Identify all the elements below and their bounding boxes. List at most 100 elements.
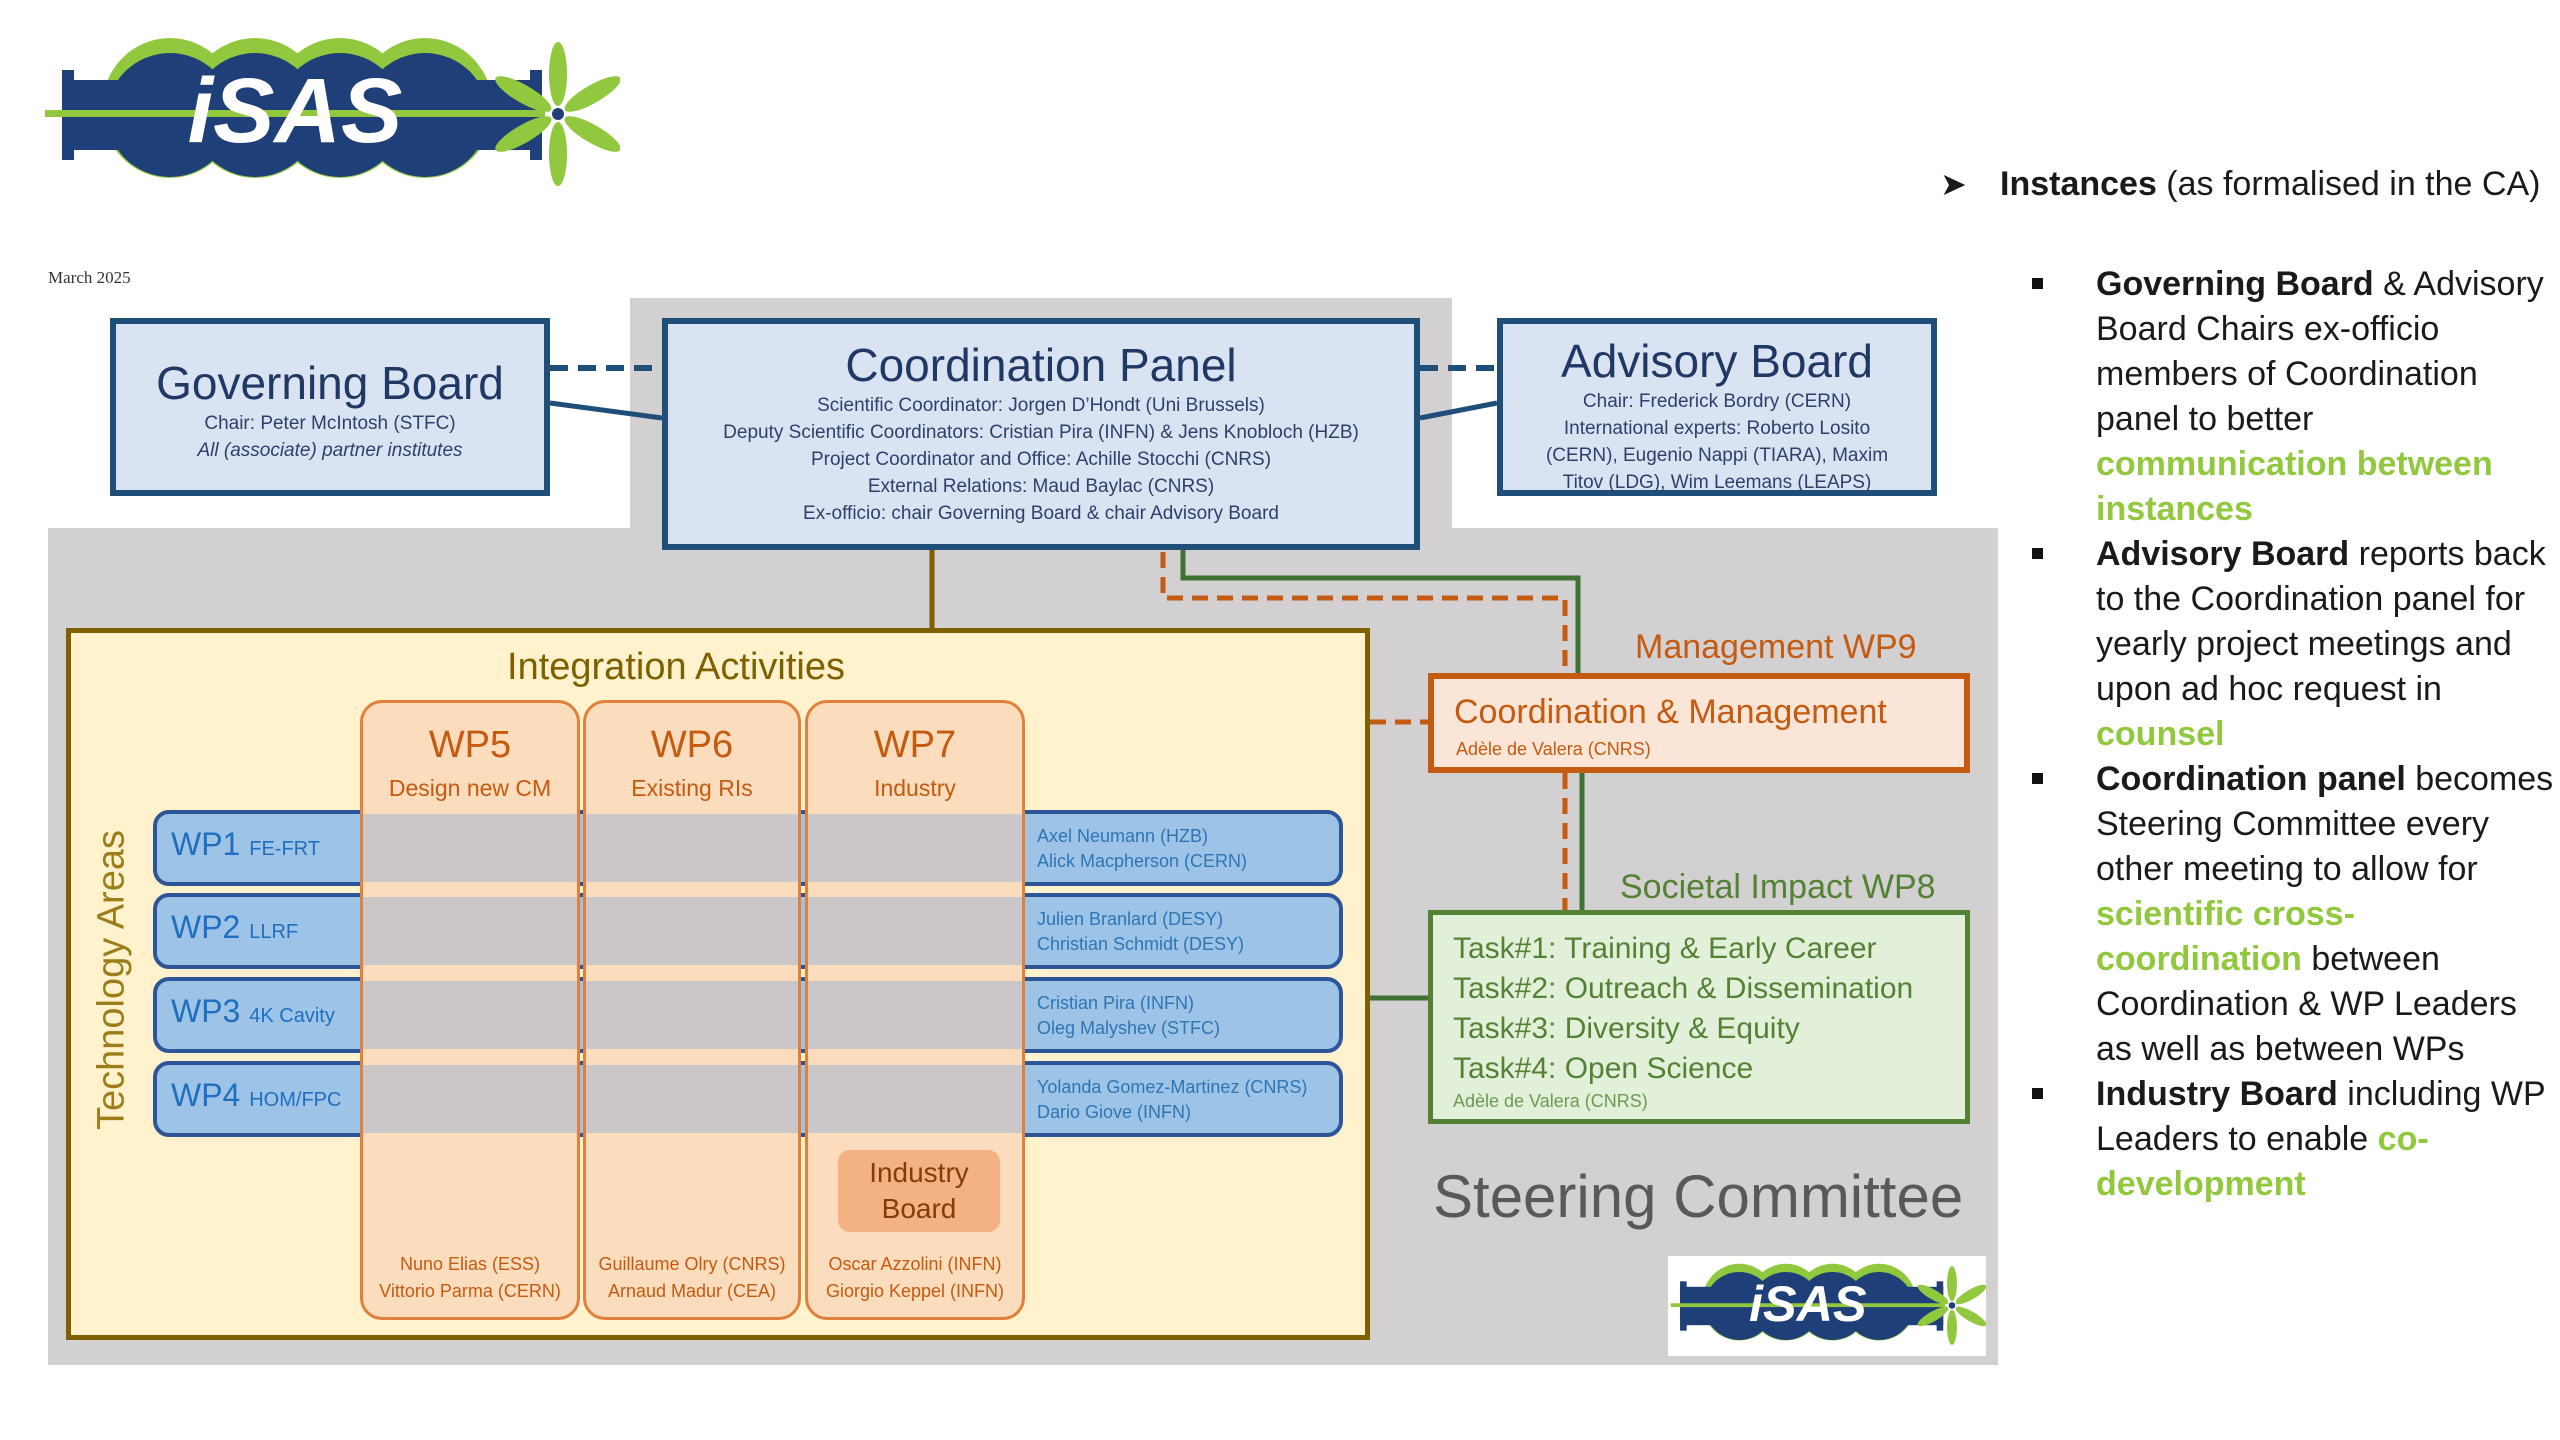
- wp-leaders: Axel Neumann (HZB)Alick Macpherson (CERN…: [1037, 824, 1247, 874]
- wp-subtitle: Industry: [874, 775, 956, 801]
- notes-heading-rest: (as formalised in the CA): [2156, 165, 2541, 203]
- small-logo-text: iSAS: [1749, 1275, 1867, 1332]
- gb-cp-link: [549, 400, 663, 421]
- advisory-board-line: International experts: Roberto Losito: [1563, 418, 1871, 439]
- governing-board-chair: Chair: Peter McIntosh (STFC): [204, 413, 456, 434]
- management-leader: Adèle de Valera (CNRS): [1456, 739, 1651, 759]
- notes-item-bold: Industry Board: [2096, 1075, 2338, 1113]
- matrix-cell: [586, 981, 798, 1049]
- notes-item-bold: Advisory Board: [2096, 535, 2350, 573]
- notes-item-text: reports back to the Coordination panel f…: [2096, 535, 2546, 708]
- wp-leaders: Oscar Azzolini (INFN)Giorgio Keppel (INF…: [808, 1251, 1022, 1305]
- advisory-board-line: Titov (LDG), Wim Leemans (LEAPS): [1562, 472, 1872, 493]
- notes-item: Governing Board & Advisory Board Chairs …: [2032, 262, 2560, 532]
- notes-heading-bold: Instances: [2000, 165, 2157, 203]
- notes-item-bold: Governing Board: [2096, 265, 2374, 303]
- wp-id: WP1: [171, 826, 241, 862]
- technology-areas-label: Technology Areas: [82, 820, 142, 1140]
- matrix-cell: [586, 814, 798, 882]
- cp-ab-link: [1419, 400, 1498, 421]
- matrix-cell: [586, 1065, 798, 1133]
- notes-list: Governing Board & Advisory Board Chairs …: [1940, 262, 2560, 1207]
- notes-item: Advisory Board reports back to the Coord…: [2032, 532, 2560, 757]
- advisory-board-line: (CERN), Eugenio Nappi (TIARA), Maxim: [1545, 445, 1889, 466]
- wp-leaders: Cristian Pira (INFN)Oleg Malyshev (STFC): [1037, 991, 1220, 1041]
- matrix-cell: [363, 981, 577, 1049]
- cp-wp8-link: [1180, 550, 1581, 673]
- coordination-panel-line: Project Coordinator and Office: Achille …: [810, 449, 1272, 470]
- wp-leader: Dario Giove (INFN): [1037, 1102, 1192, 1122]
- wp-leaders: Julien Branlard (DESY) Christian Schmidt …: [1037, 907, 1244, 957]
- wp-leaders: Yolanda Gomez-Martinez (CNRS) Dario Giove…: [1037, 1075, 1307, 1125]
- advisory-board-title: Advisory Board: [1561, 335, 1873, 387]
- task-item: Task#3: Diversity & Equity: [1453, 1012, 1800, 1045]
- wp-leader: Alick Macpherson (CERN): [1037, 851, 1248, 871]
- wp-leaders: Nuno Elias (ESS) Vittorio Parma (CERN): [363, 1251, 577, 1305]
- societal-impact-wp8-label: Societal Impact WP8: [1620, 868, 1936, 906]
- notes-heading: ➤ Instances (as formalised in the CA): [1940, 165, 2560, 204]
- notes-item-highlight: scientific cross-coordination: [2096, 895, 2355, 978]
- technology-areas-text: Technology Areas: [90, 830, 133, 1130]
- governing-board-members: All (associate) partner institutes: [197, 440, 463, 461]
- notes-item: Coordination panel becomes Steering Comm…: [2032, 757, 2560, 1072]
- coordination-panel-line: External Relations: Maud Baylac (CNRS): [867, 476, 1215, 497]
- notes-item-highlight: communication between instances: [2096, 445, 2493, 528]
- wp-subtitle: Design new CM: [388, 775, 552, 801]
- wp-subtitle: FE-FRT: [249, 838, 320, 860]
- wp-leader: Arnaud Madur (CEA): [607, 1281, 777, 1301]
- notes-item-bold: Coordination panel: [2096, 760, 2406, 798]
- wp-id: WP4: [171, 1077, 241, 1113]
- task-item: Task#1: Training & Early Career: [1453, 932, 1877, 965]
- isas-small-logo: iSAS: [1668, 1256, 1987, 1356]
- wp-leader: Giorgio Keppel (INFN): [825, 1281, 1005, 1301]
- wp-row-label: WP3 4K Cavity: [171, 993, 335, 1030]
- square-bullet-icon: [2032, 278, 2043, 289]
- isas-logo: iSAS: [40, 30, 621, 200]
- logo-text: iSAS: [188, 60, 403, 162]
- date-label: March 2025: [48, 268, 131, 287]
- coordination-panel-line: Scientific Coordinator: Jorgen D’Hondt (…: [817, 395, 1265, 416]
- advisory-board-box[interactable]: Advisory Board Chair: Frederick Bordry (…: [1497, 318, 1937, 496]
- wp-leader: Vittorio Parma (CERN): [379, 1281, 561, 1301]
- wp-leader: Nuno Elias (ESS): [399, 1254, 541, 1274]
- matrix-cell: [808, 1065, 1022, 1133]
- matrix-cell: [363, 897, 577, 965]
- cp-wp9-dashed-link: [1160, 552, 1568, 673]
- wp-id: WP2: [171, 909, 241, 945]
- coordination-panel-line: Deputy Scientific Coordinators: Cristian…: [723, 422, 1359, 443]
- wp-leader: Christian Schmidt (DESY): [1037, 934, 1245, 954]
- societal-impact-leader: Adèle de Valera (CNRS): [1453, 1091, 1648, 1111]
- governing-board-title: Governing Board: [156, 357, 504, 409]
- notes-item-text: including WP Leaders to enable: [2096, 1075, 2546, 1158]
- wp-leader: Yolanda Gomez-Martinez (CNRS): [1037, 1077, 1308, 1097]
- advisory-board-line: Chair: Frederick Bordry (CERN): [1582, 391, 1852, 412]
- matrix-cell: [808, 897, 1022, 965]
- matrix-cell: [363, 814, 577, 882]
- notes-item-after: between Coordination & WP Leaders as wel…: [2096, 940, 2517, 1068]
- wp-leader: Julien Branlard (DESY): [1037, 909, 1224, 929]
- industry-board-box[interactable]: Industry Board: [838, 1150, 1000, 1232]
- management-title: Coordination & Management: [1454, 693, 1887, 731]
- arrow-bullet-icon: ➤: [1940, 166, 1967, 202]
- integration-activities-title: Integration Activities: [507, 646, 845, 688]
- wp-subtitle: 4K Cavity: [249, 1005, 335, 1027]
- governing-board-box[interactable]: Governing Board Chair: Peter McIntosh (S…: [110, 318, 550, 496]
- notes-item-highlight: counsel: [2096, 715, 2225, 753]
- societal-impact-box[interactable]: Task#1: Training & Early Career Task#2: …: [1428, 910, 1970, 1124]
- wp-id: WP7: [873, 724, 957, 766]
- industry-board-label: Industry: [869, 1157, 969, 1188]
- wp-id: WP3: [171, 993, 241, 1029]
- matrix-cell: [808, 814, 1022, 882]
- coordination-panel-box[interactable]: Coordination Panel Scientific Coordinato…: [662, 318, 1420, 550]
- management-wp9-label: Management WP9: [1635, 628, 1917, 666]
- wp-subtitle: HOM/FPC: [249, 1089, 342, 1111]
- management-box[interactable]: Coordination & Management Adèle de Valer…: [1428, 673, 1970, 773]
- wp-subtitle: LLRF: [249, 921, 299, 943]
- steering-committee-label: Steering Committee: [1433, 1163, 1964, 1230]
- coordination-panel-line: Ex-officio: chair Governing Board & chai…: [803, 503, 1279, 524]
- matrix-cell: [586, 897, 798, 965]
- notes-item-text: & Advisory Board Chairs ex-officio membe…: [2096, 265, 2544, 438]
- wp-id: WP6: [650, 724, 734, 766]
- wp-row-label: WP1 FE-FRT: [171, 826, 320, 863]
